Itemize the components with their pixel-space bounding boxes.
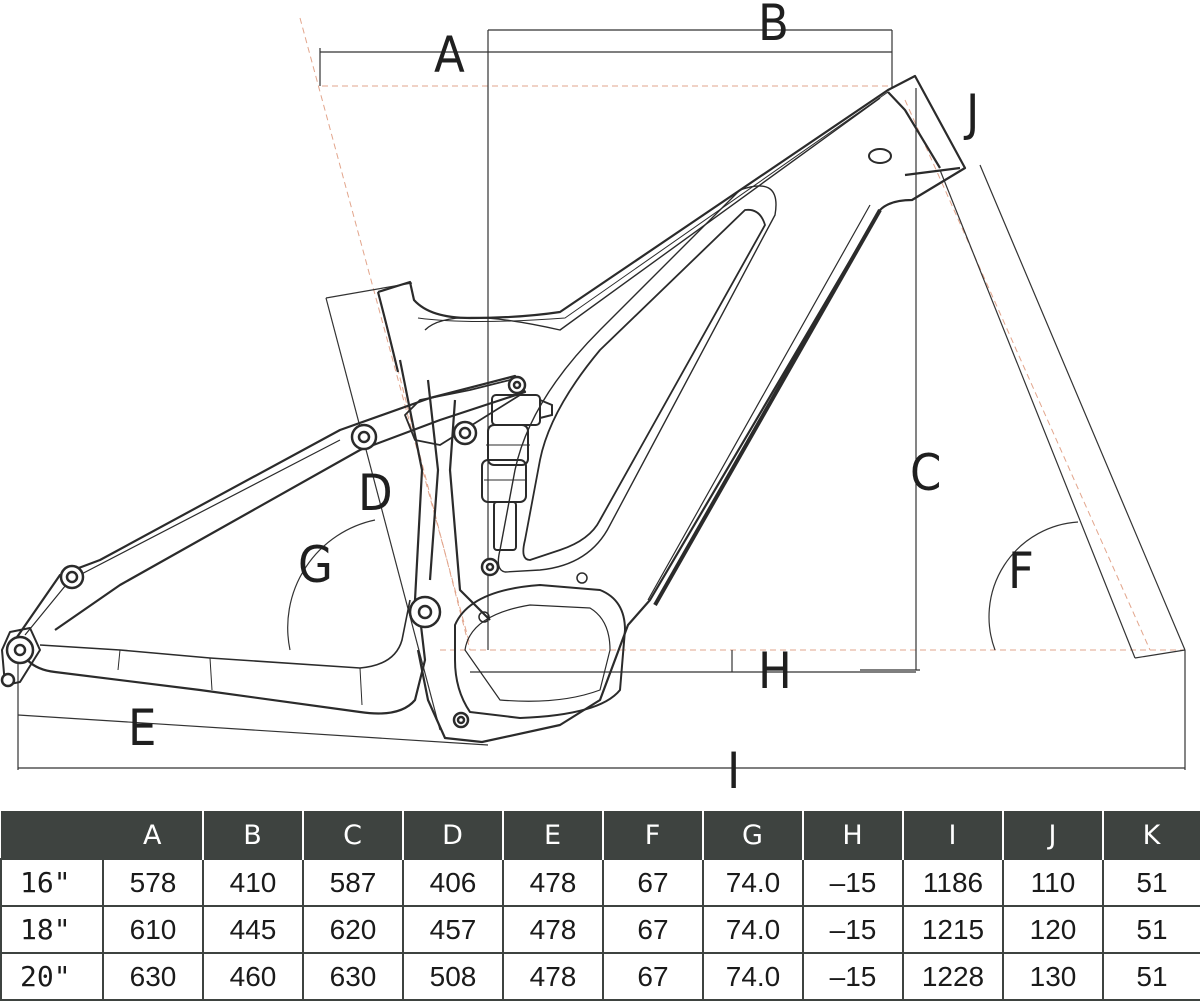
value-cell: 1215 — [902, 905, 1004, 954]
header-cell: E — [502, 811, 604, 860]
table-row: 18" 610 445 620 457 478 67 74.0 –15 1215… — [0, 905, 1200, 954]
value-cell: 478 — [502, 858, 604, 907]
value-cell: 120 — [1002, 905, 1104, 954]
value-cell: 74.0 — [702, 905, 804, 954]
value-cell: 406 — [402, 858, 504, 907]
value-cell: 445 — [202, 905, 304, 954]
value-cell: 74.0 — [702, 952, 804, 1001]
label-h: H — [758, 642, 792, 700]
geometry-table: A B C D E F G H I J K 16" 578 410 587 40… — [0, 811, 1200, 1001]
header-cell: A — [102, 811, 204, 860]
header-cell: G — [702, 811, 804, 860]
header-cell: B — [202, 811, 304, 860]
value-cell: 457 — [402, 905, 504, 954]
value-cell: 67 — [602, 858, 704, 907]
value-cell: 508 — [402, 952, 504, 1001]
header-cell: D — [402, 811, 504, 860]
value-cell: 51 — [1102, 858, 1200, 907]
table-row: 16" 578 410 587 406 478 67 74.0 –15 1186… — [0, 858, 1200, 907]
value-cell: –15 — [802, 952, 904, 1001]
value-cell: 578 — [102, 858, 204, 907]
header-cell: I — [902, 811, 1004, 860]
table-row: 20" 630 460 630 508 478 67 74.0 –15 1228… — [0, 952, 1200, 1001]
value-cell: 1186 — [902, 858, 1004, 907]
header-cell: H — [802, 811, 904, 860]
frame-geometry-diagram: A B C D E F G H I J — [0, 0, 1186, 800]
header-cell: K — [1102, 811, 1200, 860]
value-cell: 410 — [202, 858, 304, 907]
header-cell: J — [1002, 811, 1104, 860]
header-cell: F — [602, 811, 704, 860]
value-cell: 460 — [202, 952, 304, 1001]
value-cell: 630 — [302, 952, 404, 1001]
label-d: D — [358, 464, 393, 522]
rear-shock — [481, 394, 553, 551]
value-cell: 610 — [102, 905, 204, 954]
label-b: B — [758, 0, 789, 52]
label-a: A — [434, 26, 465, 84]
pivot-points — [0, 375, 527, 729]
table-header-row: A B C D E F G H I J K — [0, 811, 1200, 860]
size-cell: 16" — [0, 858, 104, 907]
label-i: I — [727, 742, 740, 800]
value-cell: 110 — [1002, 858, 1104, 907]
label-j: J — [963, 84, 979, 142]
value-cell: 478 — [502, 905, 604, 954]
value-cell: 1228 — [902, 952, 1004, 1001]
label-g: G — [298, 536, 333, 594]
value-cell: –15 — [802, 858, 904, 907]
rear-triangle — [1, 374, 527, 715]
value-cell: –15 — [802, 905, 904, 954]
header-cell — [0, 811, 104, 860]
dimension-lines — [17, 29, 1186, 770]
value-cell: 51 — [1102, 952, 1200, 1001]
size-cell: 18" — [0, 905, 104, 954]
value-cell: 67 — [602, 952, 704, 1001]
label-f: F — [1008, 542, 1034, 600]
value-cell: 130 — [1002, 952, 1104, 1001]
value-cell: 630 — [102, 952, 204, 1001]
value-cell: 478 — [502, 952, 604, 1001]
header-cell: C — [302, 811, 404, 860]
front-triangle — [376, 74, 967, 744]
label-e: E — [128, 699, 156, 757]
value-cell: 587 — [302, 858, 404, 907]
value-cell: 51 — [1102, 905, 1200, 954]
size-cell: 20" — [0, 952, 104, 1001]
label-c: C — [910, 444, 941, 502]
value-cell: 620 — [302, 905, 404, 954]
construction-lines — [299, 17, 1185, 651]
value-cell: 74.0 — [702, 858, 804, 907]
value-cell: 67 — [602, 905, 704, 954]
